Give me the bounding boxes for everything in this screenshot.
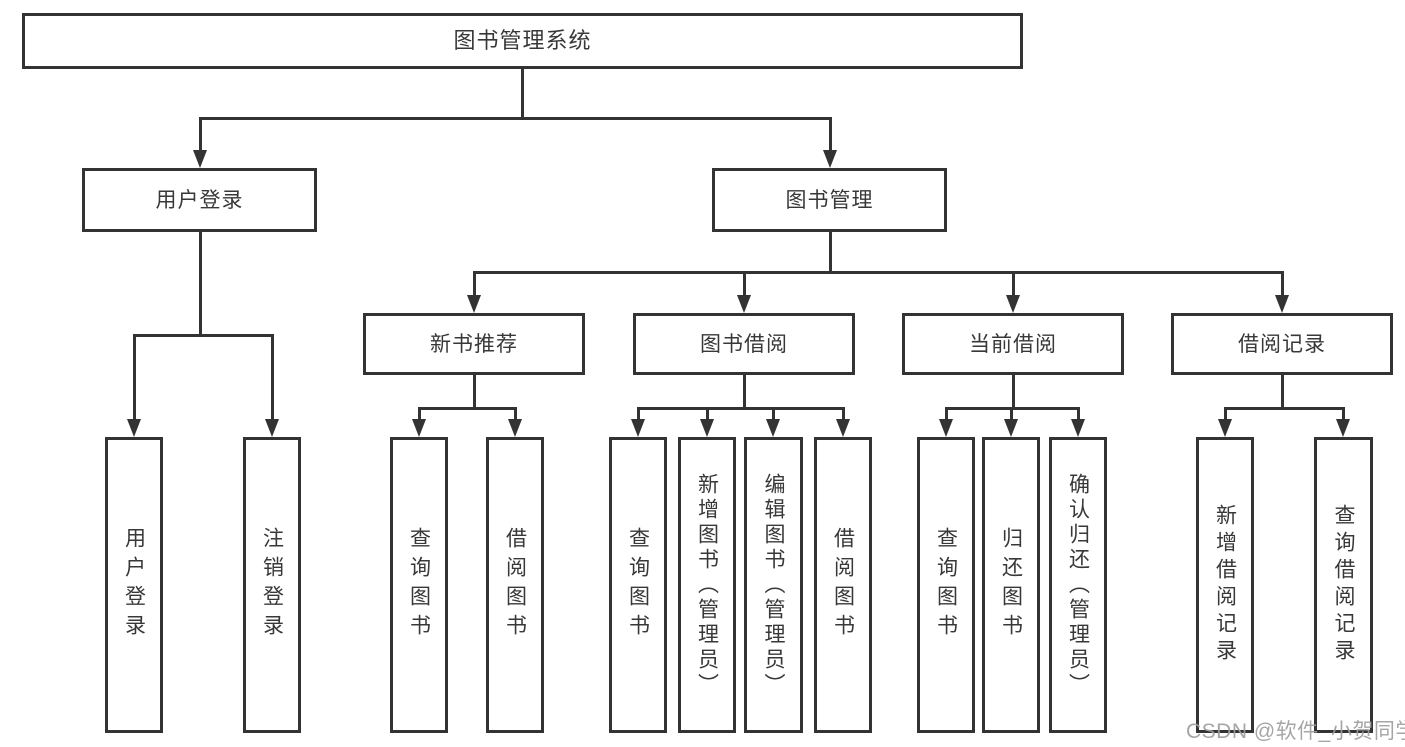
arrow-down-icon — [1218, 419, 1232, 437]
leaf-query-books-2: 查询图书 — [609, 437, 667, 733]
connector-cb-stem — [1011, 375, 1015, 409]
arrow-down-icon — [836, 419, 850, 437]
arrow-down-icon — [508, 419, 522, 437]
leaf-query-borrow-record: 查询借阅记录 — [1314, 437, 1373, 733]
connector-to-user-login — [198, 117, 202, 157]
leaf-query-books-1: 查询图书 — [390, 437, 448, 733]
arrow-down-icon — [1071, 419, 1085, 437]
connector-br-bar — [1223, 407, 1345, 410]
leaf-query-books-3: 查询图书 — [917, 437, 975, 733]
node-current-borrowing: 当前借阅 — [902, 313, 1124, 375]
connector-bb-c3 — [771, 407, 775, 421]
arrow-down-icon — [823, 150, 837, 168]
arrow-down-icon — [766, 419, 780, 437]
connector-bb-c1 — [636, 407, 640, 421]
connector-to-leaf-logout — [270, 334, 274, 422]
connector-to-borrow-records — [1280, 271, 1284, 298]
connector-cb-c2 — [1009, 407, 1013, 421]
leaf-confirm-return-admin: 确认归还（管理员） — [1049, 437, 1107, 733]
node-new-book-recommend: 新书推荐 — [363, 313, 585, 375]
arrow-down-icon — [412, 419, 426, 437]
node-borrowing-records: 借阅记录 — [1171, 313, 1393, 375]
arrow-down-icon — [1336, 419, 1350, 437]
connector-to-book-mgmt — [828, 117, 832, 157]
leaf-return-books: 归还图书 — [982, 437, 1040, 733]
leaf-add-books-admin: 新增图书（管理员） — [678, 437, 736, 733]
connector-to-leaf-user-login — [132, 334, 136, 422]
arrow-down-icon — [193, 150, 207, 168]
connector-root-stem — [520, 69, 524, 120]
arrow-down-icon — [1004, 419, 1018, 437]
arrow-down-icon — [467, 295, 481, 313]
leaf-borrow-books-1: 借阅图书 — [486, 437, 544, 733]
connector-bb-c4 — [841, 407, 845, 421]
connector-root-bar — [198, 117, 832, 120]
leaf-logout: 注销登录 — [243, 437, 301, 733]
csdn-watermark: CSDN @软件_小贺同学 — [1186, 720, 1405, 743]
connector-user-bar — [132, 334, 274, 337]
connector-bb-c2 — [705, 407, 709, 421]
connector-br-c2 — [1341, 407, 1345, 421]
leaf-user-login: 用户登录 — [105, 437, 163, 733]
leaf-edit-books-admin: 编辑图书（管理员） — [744, 437, 803, 733]
connector-br-c1 — [1223, 407, 1227, 421]
connector-nbr-bar — [417, 407, 517, 410]
node-book-borrowing: 图书借阅 — [633, 313, 855, 375]
connector-cb-c1 — [944, 407, 948, 421]
node-book-management: 图书管理 — [712, 168, 947, 232]
arrow-down-icon — [127, 419, 141, 437]
connector-mgmt-stem — [828, 232, 832, 274]
arrow-down-icon — [939, 419, 953, 437]
node-user-login: 用户登录 — [82, 168, 317, 232]
leaf-add-borrow-record: 新增借阅记录 — [1196, 437, 1254, 733]
connector-nbr-c1 — [417, 407, 421, 421]
arrow-down-icon — [1006, 295, 1020, 313]
connector-user-stem — [198, 232, 202, 337]
arrow-down-icon — [265, 419, 279, 437]
connector-cb-c3 — [1076, 407, 1080, 421]
node-library-system: 图书管理系统 — [22, 13, 1023, 69]
leaf-borrow-books-2: 借阅图书 — [814, 437, 872, 733]
connector-bb-stem — [742, 375, 746, 409]
connector-br-stem — [1280, 375, 1284, 409]
arrow-down-icon — [1275, 295, 1289, 313]
connector-bb-bar — [636, 407, 845, 410]
connector-nbr-c2 — [513, 407, 517, 421]
arrow-down-icon — [631, 419, 645, 437]
arrow-down-icon — [737, 295, 751, 313]
connector-nbr-stem — [472, 375, 476, 409]
connector-mgmt-bar — [472, 271, 1284, 274]
connector-to-book-borrow — [742, 271, 746, 298]
connector-to-current-borrow — [1011, 271, 1015, 298]
arrow-down-icon — [700, 419, 714, 437]
connector-to-new-book-rec — [472, 271, 476, 298]
